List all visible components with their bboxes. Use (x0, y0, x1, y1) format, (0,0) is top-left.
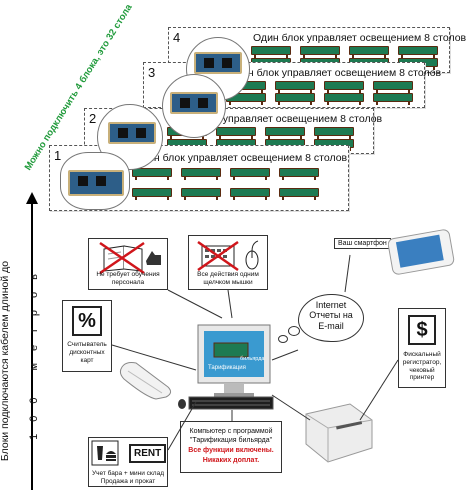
billiard-table-icon (230, 168, 270, 180)
billiard-tables (226, 81, 422, 107)
control-unit-icon (108, 122, 156, 144)
billiard-table-icon (398, 46, 438, 58)
billiard-table-icon (275, 81, 315, 93)
billiard-table-icon (265, 127, 305, 139)
keyboard-mouse-icon (197, 240, 259, 272)
billiard-table-icon (216, 127, 256, 139)
billiard-table-icon (349, 46, 389, 58)
billiard-table-icon (300, 46, 340, 58)
panel-caption: Один блок управляет освещением 8 столов (228, 67, 442, 79)
monitor-screen-text: Тарификация (208, 365, 246, 371)
billiard-table-icon (181, 168, 221, 180)
no-training-label: Не требует обучения персонала (96, 271, 160, 287)
axis-label: Блоки подключаются кабелем длиной до (0, 260, 11, 462)
bar-label-line-2: Продажа и прокат (100, 478, 156, 485)
book-crossed-icon (99, 241, 161, 275)
no-training-box: Не требует обучения персонала (88, 238, 168, 290)
percent-icon: % (72, 306, 102, 336)
control-unit-icon (68, 170, 124, 196)
billiard-table-icon (251, 46, 291, 58)
keyboard-icon (188, 396, 274, 410)
billiard-table-icon (132, 168, 172, 180)
smartphone-icon (388, 229, 455, 275)
computer-caption-box: Компьютер с программой "Тарификация биль… (180, 421, 282, 473)
computer-line-4: Никаких доплат. (202, 457, 260, 464)
mouse-icon (178, 399, 186, 409)
control-unit-icon (194, 52, 242, 74)
panel-number: 1 (54, 148, 62, 163)
card-reader-box: % Считыватель дисконтных карт (62, 300, 112, 372)
internet-cloud: Internet Отчеты на E-mail (298, 294, 364, 342)
control-unit-icon (170, 92, 218, 114)
cloud-bubble (288, 326, 300, 336)
axis-arrow-icon (26, 192, 38, 204)
one-click-box: Все действия одним щелчком мышки (188, 235, 268, 290)
billiard-table-icon (275, 93, 315, 105)
one-click-label: Все действия одним щелчком мышки (197, 271, 259, 287)
billiard-table-icon (230, 188, 270, 200)
billiard-table-icon (373, 81, 413, 93)
card-reader-device-icon (119, 362, 172, 400)
fiscal-box: $ Фискальный регистратор, чековый принте… (398, 308, 446, 388)
billiard-tables (132, 168, 328, 208)
computer-monitor-icon (197, 324, 271, 399)
computer-line-3: Все функции включены. (188, 447, 274, 454)
panel-caption: Один блок управляет освещением 8 столов (134, 152, 348, 164)
panel-3: 3 Один блок управляет освещением 8 столо… (143, 62, 441, 108)
axis-line (31, 200, 33, 490)
billiard-table-icon (132, 188, 172, 200)
billiard-table-icon (314, 127, 354, 139)
billiard-table-icon (324, 81, 364, 93)
cloud-line-3: E-mail (318, 320, 344, 331)
rent-sign: RENT (129, 444, 167, 463)
billiard-table-icon (279, 168, 319, 180)
panel-caption: Один блок управляет освещением 8 столов (253, 32, 467, 44)
bar-rent-box: RENT Учет бара + мини склад Продажа и пр… (88, 437, 168, 487)
billiard-table-icon (181, 188, 221, 200)
billiard-table-icon (324, 93, 364, 105)
cloud-bubble (278, 335, 288, 343)
bar-label-line-1: Учет бара + мини склад (91, 470, 165, 477)
monitor-screen-sub: бильярда (240, 356, 265, 362)
cloud-line-2: Отчеты на (309, 310, 353, 321)
billiard-table-icon (373, 93, 413, 105)
card-reader-label: Считыватель дисконтных карт (67, 341, 107, 364)
panel-number: 3 (148, 65, 156, 80)
computer-line-1: Компьютер с программой (189, 428, 273, 435)
panel-number: 2 (89, 111, 97, 126)
dollar-icon: $ (408, 315, 436, 345)
panel-number: 4 (173, 30, 181, 45)
phone-label: Ваш смартфон (334, 238, 391, 249)
axis-ticks: 100 метров (28, 262, 40, 440)
receipt-printer-icon (305, 403, 373, 463)
cloud-line-1: Internet (315, 300, 347, 310)
computer-line-2: "Тарификация бильярда" (189, 437, 273, 444)
food-drink-icon (91, 440, 119, 466)
fiscal-label: Фискальный регистратор, чековый принтер (402, 351, 442, 382)
billiard-table-icon (279, 188, 319, 200)
